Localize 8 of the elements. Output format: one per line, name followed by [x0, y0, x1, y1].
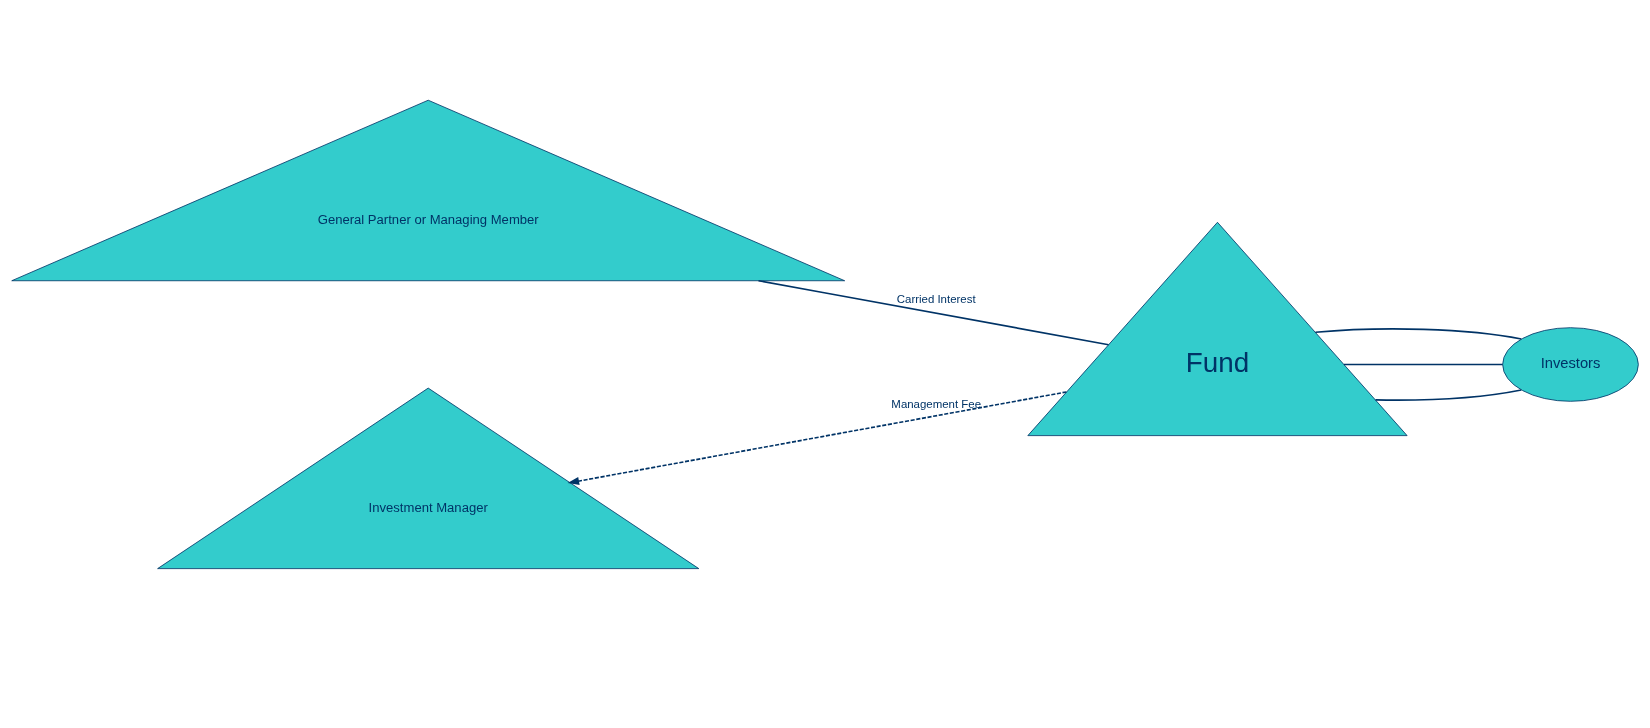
- edge-label: Carried Interest: [896, 292, 976, 305]
- arrow: [567, 390, 1068, 485]
- connector: [757, 279, 1110, 346]
- connector: [1314, 327, 1523, 340]
- edge-label: Management Fee: [891, 397, 982, 410]
- connector: [1374, 388, 1523, 401]
- node-ellipse: Investors: [1502, 326, 1639, 402]
- connector: [1343, 363, 1504, 365]
